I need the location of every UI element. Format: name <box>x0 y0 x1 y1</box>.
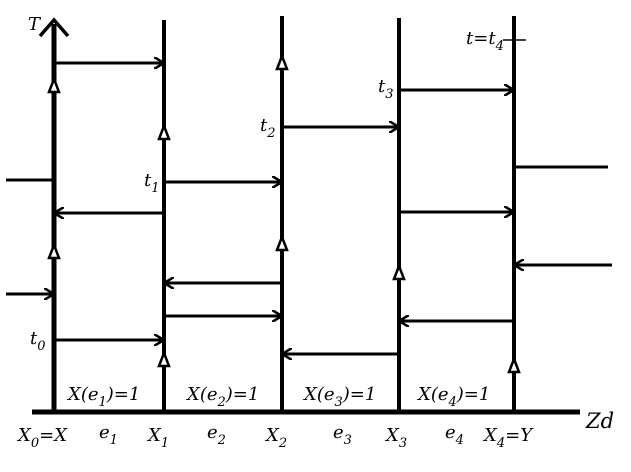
node-label-x1: X1 <box>146 425 169 451</box>
horizontal-axis-label: Zd <box>585 409 614 433</box>
node-label-x3: X3 <box>384 425 407 451</box>
up-triangle-x3 <box>392 262 406 281</box>
node-label-x0: X0=X <box>16 425 68 451</box>
up-triangle-x4 <box>507 355 521 374</box>
up-triangle-x0-b <box>47 241 61 260</box>
edge-label-e4: e4 <box>445 422 464 448</box>
time-label-t2: t2 <box>260 115 276 141</box>
vertical-axis-label: T <box>28 14 42 35</box>
edge-label-e2: e2 <box>207 422 226 448</box>
edge-equation-e2: X(e2)=1 <box>185 384 259 410</box>
node-label-x4: X4=Y <box>482 425 534 451</box>
vertical-axis-arrowhead <box>38 17 70 38</box>
edge-equation-e3: X(e3)=1 <box>302 384 376 410</box>
up-triangle-x1-b <box>157 349 171 368</box>
node-label-x2: X2 <box>264 425 287 451</box>
up-triangle-x2-b <box>275 233 289 252</box>
up-triangle-x0-a <box>47 75 61 94</box>
time-label-t1: t1 <box>144 170 160 196</box>
time-label-t4: t=t4 <box>466 28 504 54</box>
edge-label-e1: e1 <box>99 422 118 448</box>
up-triangle-x2-a <box>275 52 289 71</box>
edge-equation-e4: X(e4)=1 <box>416 384 490 410</box>
edge-label-e3: e3 <box>333 422 352 448</box>
time-label-t3: t3 <box>378 76 394 102</box>
time-label-t0: t0 <box>30 328 46 354</box>
edge-equation-e1: X(e1)=1 <box>66 384 140 410</box>
up-triangle-x1-a <box>157 122 171 141</box>
